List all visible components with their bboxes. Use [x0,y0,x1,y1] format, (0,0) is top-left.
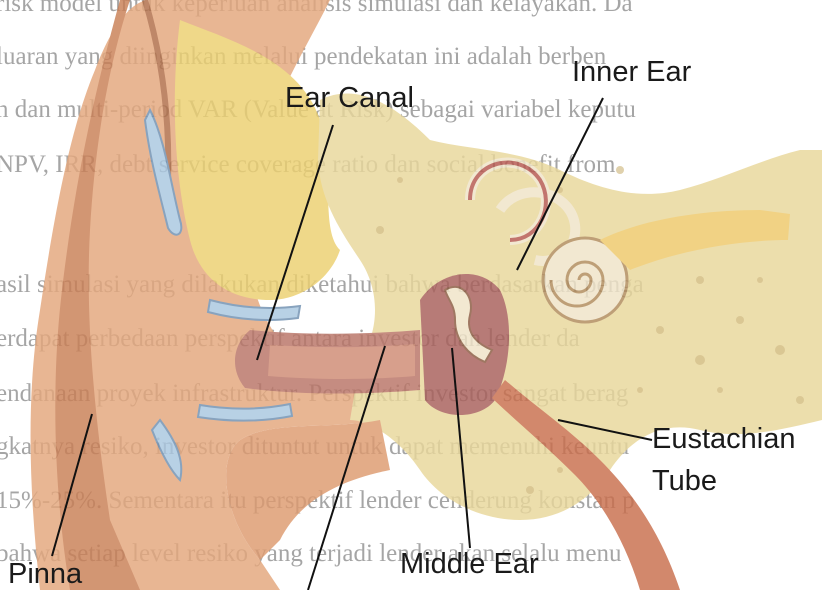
label-ear-canal: Ear Canal [285,82,414,115]
label-pinna: Pinna [8,558,82,590]
pinna-leader [52,414,92,556]
label-eustachian-tube: Eustachian Tube [652,418,796,502]
label-inner-ear: Inner Ear [572,56,691,89]
inner-ear-leader [517,98,603,270]
label-middle-ear: Middle Ear [400,548,539,581]
middle-ear-leader [452,348,470,548]
ear-canal-leader [257,125,333,360]
eustachian-tube-leader [558,420,652,440]
ear-canal-leader-2 [308,346,385,590]
